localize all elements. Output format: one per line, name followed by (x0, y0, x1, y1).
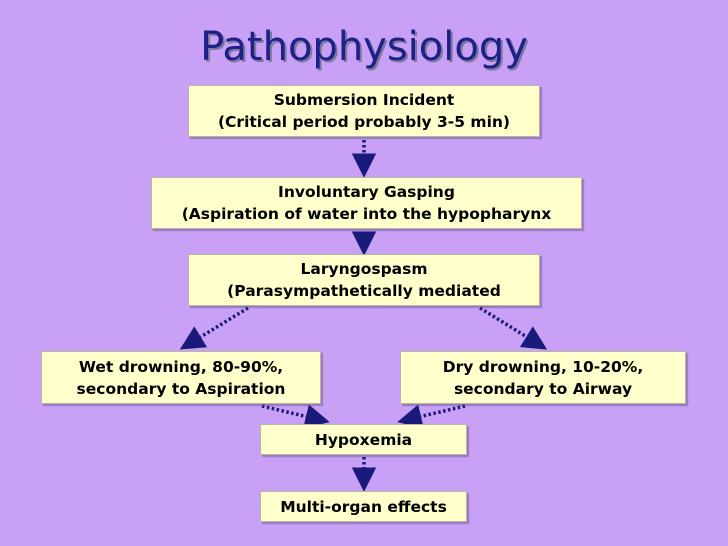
node-hypoxemia-title: Hypoxemia (314, 430, 413, 449)
arrow-dry-to-hypoxemia (397, 404, 466, 429)
node-multiorgan-title: Multi-organ effects (280, 497, 447, 516)
node-laryngospasm-detail: (Parasympathetically mediated (227, 282, 501, 300)
node-involuntary-gasping: Involuntary Gasping (Aspiration of water… (151, 177, 582, 229)
node-submersion-title: Submersion Incident (273, 91, 455, 109)
arrow-laryngospasm-to-wet (179, 306, 249, 350)
node-multi-organ-effects: Multi-organ effects (260, 491, 467, 522)
arrow-wet-to-hypoxemia (261, 404, 330, 429)
node-gasping-title: Involuntary Gasping (278, 183, 455, 201)
arrow-laryngospasm-to-dry (479, 306, 548, 350)
node-submersion-detail: (Critical period probably 3-5 min) (217, 113, 511, 131)
node-laryngospasm-title: Laryngospasm (300, 260, 428, 278)
node-dry-line1: Dry drowning, 10-20%, (442, 357, 644, 376)
node-gasping-detail: (Aspiration of water into the hypopharyn… (181, 205, 552, 223)
node-dry-drowning: Dry drowning, 10-20%, secondary to Airwa… (400, 351, 686, 404)
node-wet-line2: secondary to Aspiration (76, 379, 286, 398)
node-wet-drowning: Wet drowning, 80-90%, secondary to Aspir… (41, 351, 321, 404)
node-hypoxemia: Hypoxemia (260, 424, 467, 455)
node-wet-line1: Wet drowning, 80-90%, (78, 357, 284, 376)
node-laryngospasm: Laryngospasm (Parasympathetically mediat… (188, 254, 540, 306)
node-dry-line2: secondary to Airway (453, 379, 633, 398)
node-submersion-incident: Submersion Incident (Critical period pro… (188, 85, 540, 137)
slide-title: Pathophysiology (200, 24, 528, 70)
